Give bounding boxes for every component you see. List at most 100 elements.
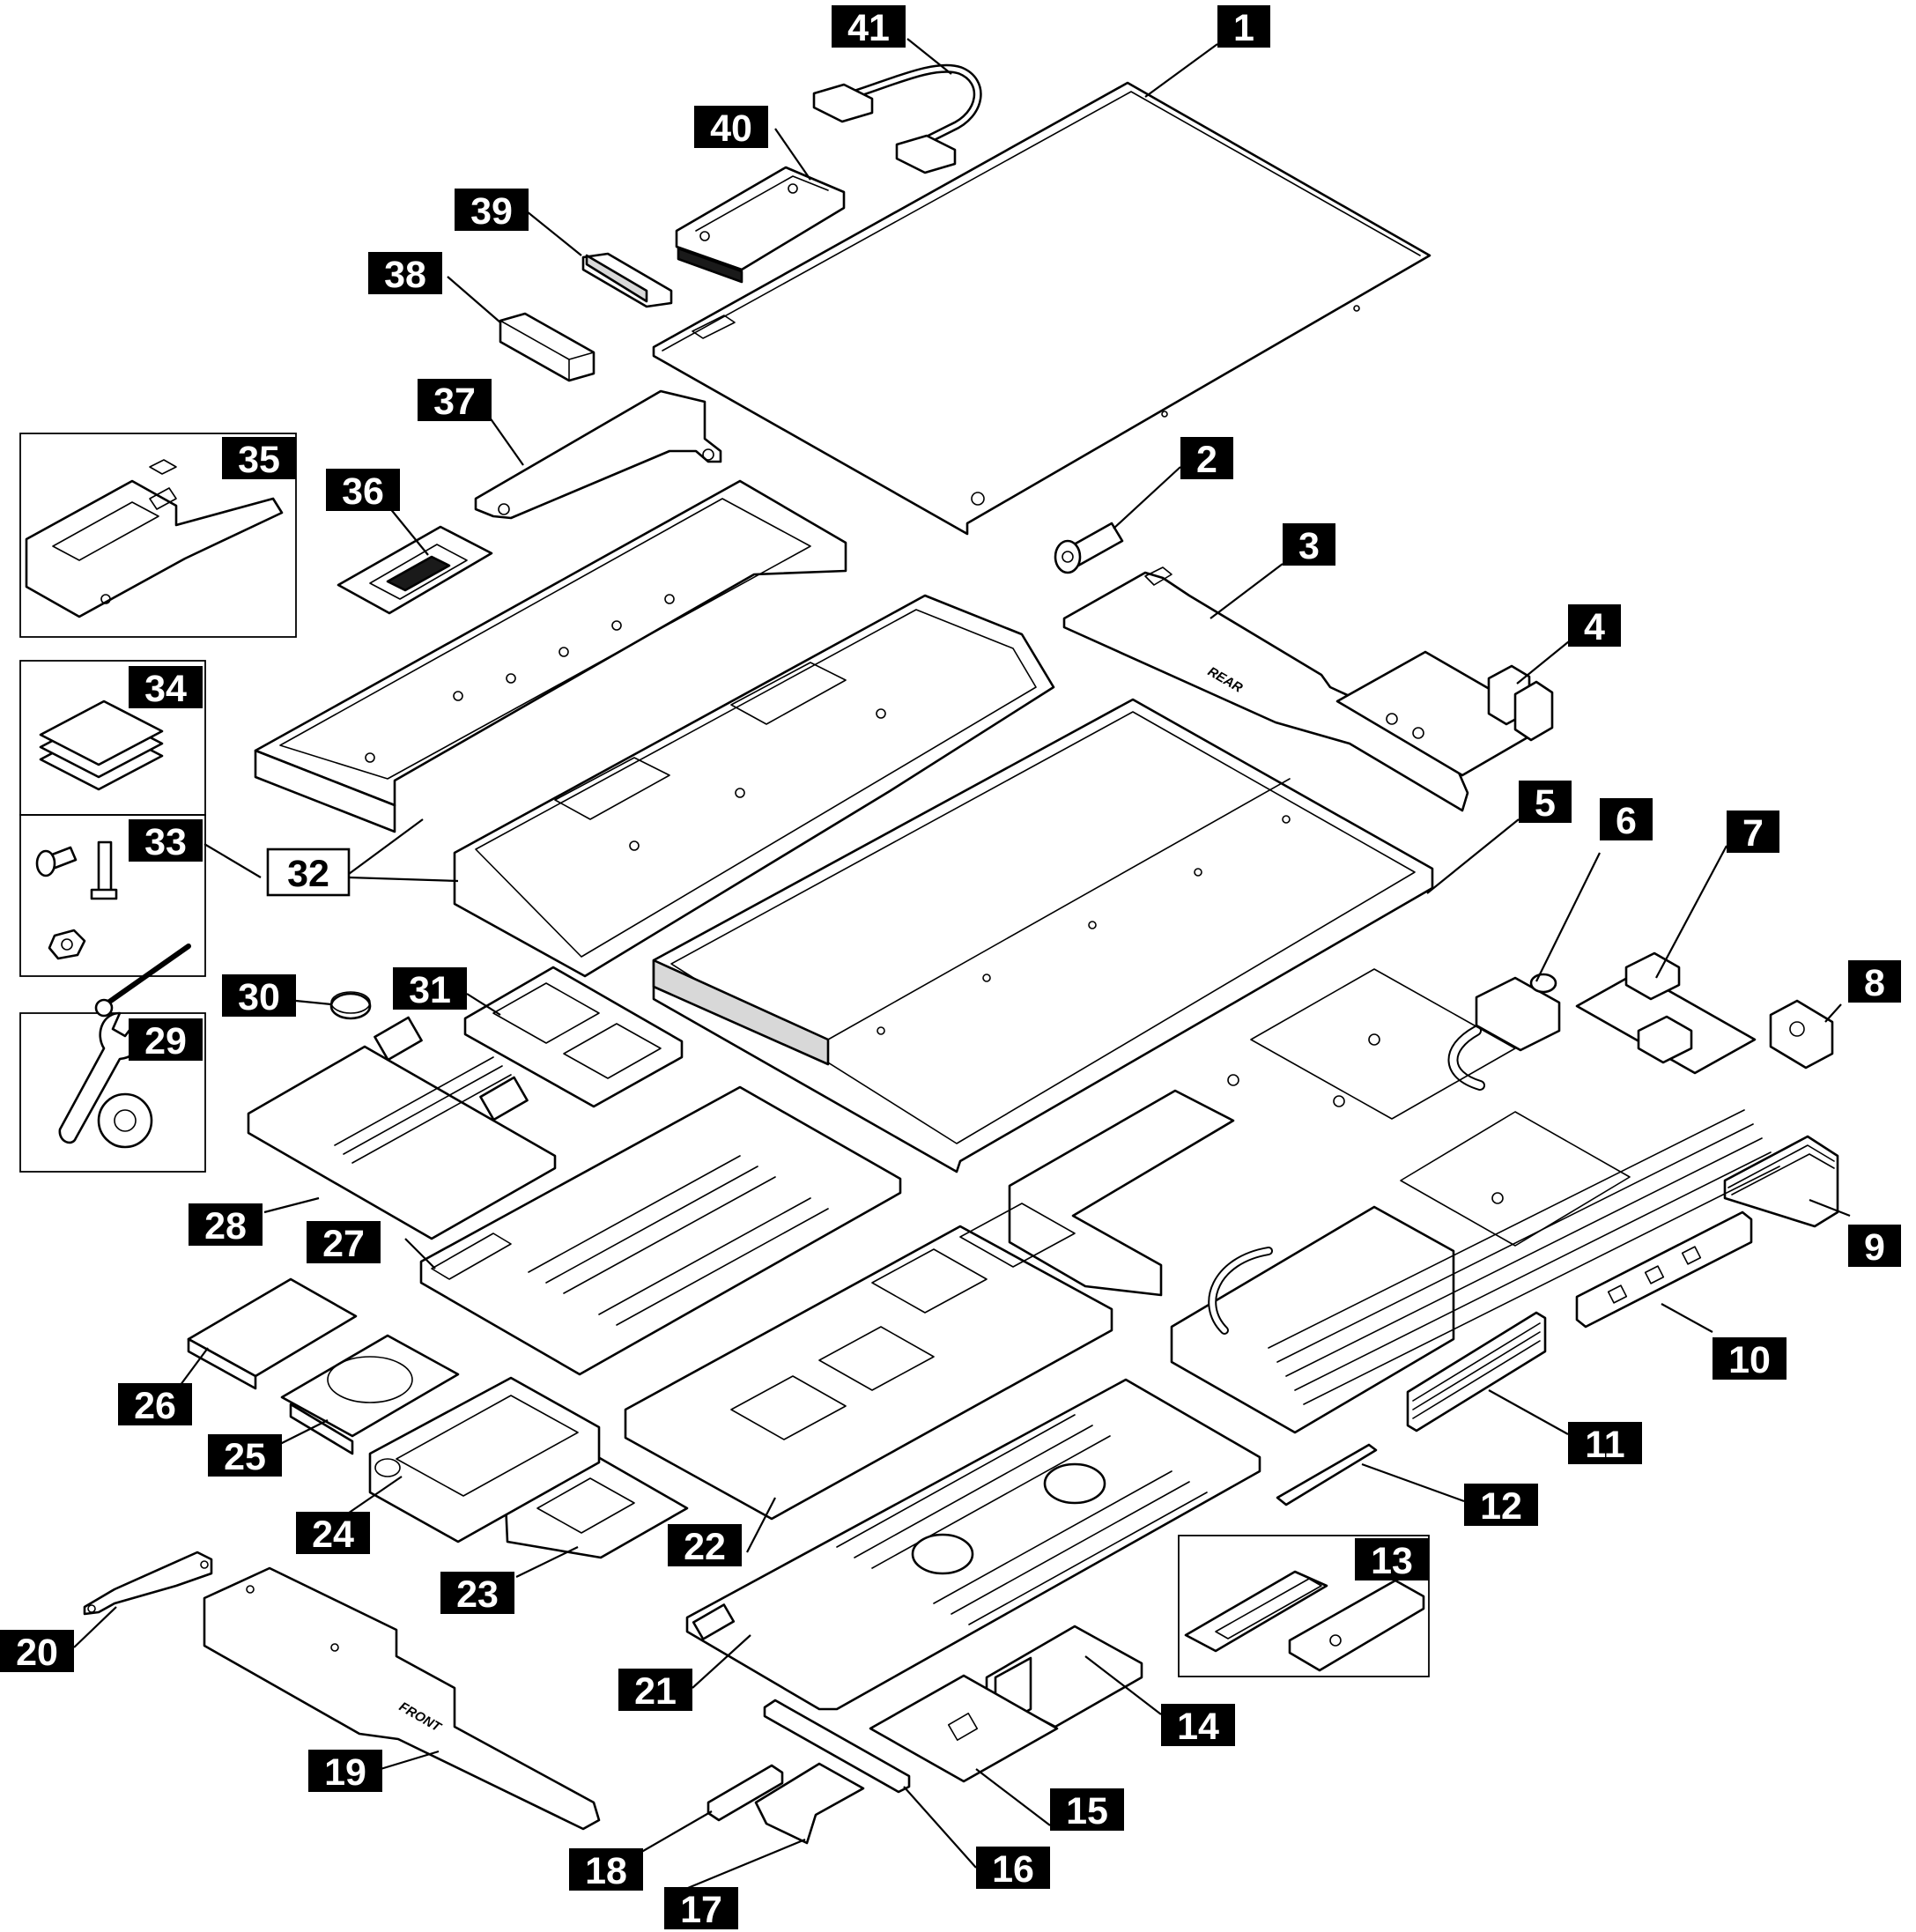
cable xyxy=(812,63,982,174)
svg-text:7: 7 xyxy=(1742,812,1764,855)
callout-19: 19 xyxy=(308,1750,382,1794)
processor xyxy=(869,1674,1059,1783)
svg-text:22: 22 xyxy=(684,1526,726,1568)
callout-10: 10 xyxy=(1713,1337,1787,1381)
svg-text:36: 36 xyxy=(342,470,384,513)
rear-io-board xyxy=(1335,650,1554,777)
callout-20: 20 xyxy=(0,1630,74,1674)
screws-and-nuts xyxy=(35,840,191,1018)
drive-2.5in xyxy=(280,1334,460,1455)
water-loop-kit xyxy=(1184,1570,1425,1672)
svg-text:19: 19 xyxy=(324,1751,366,1794)
group-box-29 xyxy=(19,1012,206,1173)
svg-text:28: 28 xyxy=(204,1205,247,1247)
water-loop-assembly xyxy=(1008,968,1780,1434)
filler-block xyxy=(499,312,596,382)
svg-text:34: 34 xyxy=(144,668,187,710)
svg-text:40: 40 xyxy=(710,107,752,150)
svg-text:18: 18 xyxy=(585,1850,627,1892)
svg-text:24: 24 xyxy=(312,1514,354,1556)
svg-text:15: 15 xyxy=(1066,1790,1108,1832)
svg-text:2: 2 xyxy=(1196,439,1217,481)
callout-21: 21 xyxy=(618,1669,692,1713)
svg-text:6: 6 xyxy=(1616,800,1637,842)
callout-35: 35 xyxy=(222,437,296,481)
hose-connector xyxy=(1769,999,1834,1070)
callout-22: 22 xyxy=(668,1524,742,1568)
svg-text:5: 5 xyxy=(1535,782,1556,825)
callout-31: 31 xyxy=(393,967,467,1011)
callout-27: 27 xyxy=(307,1221,381,1265)
svg-text:39: 39 xyxy=(470,190,513,233)
svg-text:13: 13 xyxy=(1371,1540,1413,1582)
callout-25: 25 xyxy=(208,1434,282,1478)
svg-text:20: 20 xyxy=(16,1632,58,1674)
thumb-screw xyxy=(1054,522,1124,574)
svg-text:32: 32 xyxy=(287,853,329,895)
callout-3: 3 xyxy=(1283,523,1335,567)
callout-28: 28 xyxy=(189,1203,263,1247)
dimm-filler-11 xyxy=(1406,1311,1547,1432)
callout-37: 37 xyxy=(418,379,492,423)
callout-24: 24 xyxy=(296,1512,370,1556)
wrench-and-gear xyxy=(58,1011,153,1149)
callout-6: 6 xyxy=(1600,798,1653,842)
svg-text:29: 29 xyxy=(144,1020,187,1062)
callout-9: 9 xyxy=(1848,1225,1901,1269)
system-board xyxy=(685,1378,1261,1711)
rear-plate: REAR xyxy=(1062,566,1469,812)
coin-battery xyxy=(329,991,372,1020)
drive-bracket xyxy=(581,252,673,308)
callout-40: 40 xyxy=(694,106,768,150)
cold-plate-module xyxy=(675,166,846,284)
callout-13: 13 xyxy=(1355,1538,1429,1582)
callout-34: 34 xyxy=(129,666,203,710)
svg-text:31: 31 xyxy=(409,969,451,1011)
processor-board-27 xyxy=(419,1085,902,1376)
thermal-sheet xyxy=(754,1762,865,1845)
svg-text:14: 14 xyxy=(1177,1706,1219,1748)
front-plate: FRONT xyxy=(203,1566,601,1831)
cable-guide xyxy=(474,389,722,520)
interconnect-board xyxy=(463,966,684,1108)
svg-text:10: 10 xyxy=(1728,1339,1771,1381)
group-box-13 xyxy=(1178,1535,1430,1677)
leader-lines xyxy=(73,38,1851,1896)
callout-7: 7 xyxy=(1727,811,1779,855)
svg-text:1: 1 xyxy=(1233,7,1254,49)
callout-30: 30 xyxy=(222,974,296,1018)
svg-text:41: 41 xyxy=(847,7,890,49)
callout-1: 1 xyxy=(1217,5,1270,49)
processor-board xyxy=(337,525,493,615)
interposer-board xyxy=(1575,951,1757,1075)
callout-38: 38 xyxy=(368,252,442,296)
group-box-35 xyxy=(19,433,297,638)
callout-11: 11 xyxy=(1568,1422,1642,1466)
callout-36: 36 xyxy=(326,469,400,513)
memory-module xyxy=(1575,1210,1753,1329)
dimm-filler-9 xyxy=(1723,1135,1839,1228)
svg-text:11: 11 xyxy=(1585,1424,1624,1466)
callout-39: 39 xyxy=(455,189,529,233)
processor-cold-plate-tray xyxy=(624,1203,1113,1521)
tray-chassis xyxy=(652,698,1434,1173)
callout-17: 17 xyxy=(664,1887,738,1931)
svg-text:9: 9 xyxy=(1864,1226,1885,1269)
svg-text:37: 37 xyxy=(433,381,476,423)
removal-tool xyxy=(1276,1443,1378,1506)
svg-text:33: 33 xyxy=(144,821,187,863)
callout-2: 2 xyxy=(1180,437,1233,481)
group-box-33 xyxy=(19,814,206,977)
svg-text:38: 38 xyxy=(384,254,426,296)
callout-26: 26 xyxy=(118,1383,192,1427)
front-bracket-assembly xyxy=(25,459,284,618)
svg-text:23: 23 xyxy=(456,1573,499,1616)
tray-lower xyxy=(453,594,1055,978)
callout-29: 29 xyxy=(129,1018,203,1062)
cable-cover xyxy=(83,1551,213,1616)
callout-33: 33 xyxy=(129,819,203,863)
svg-text:8: 8 xyxy=(1864,962,1885,1004)
callout-8: 8 xyxy=(1848,960,1901,1004)
adapter-bracket xyxy=(763,1699,911,1794)
